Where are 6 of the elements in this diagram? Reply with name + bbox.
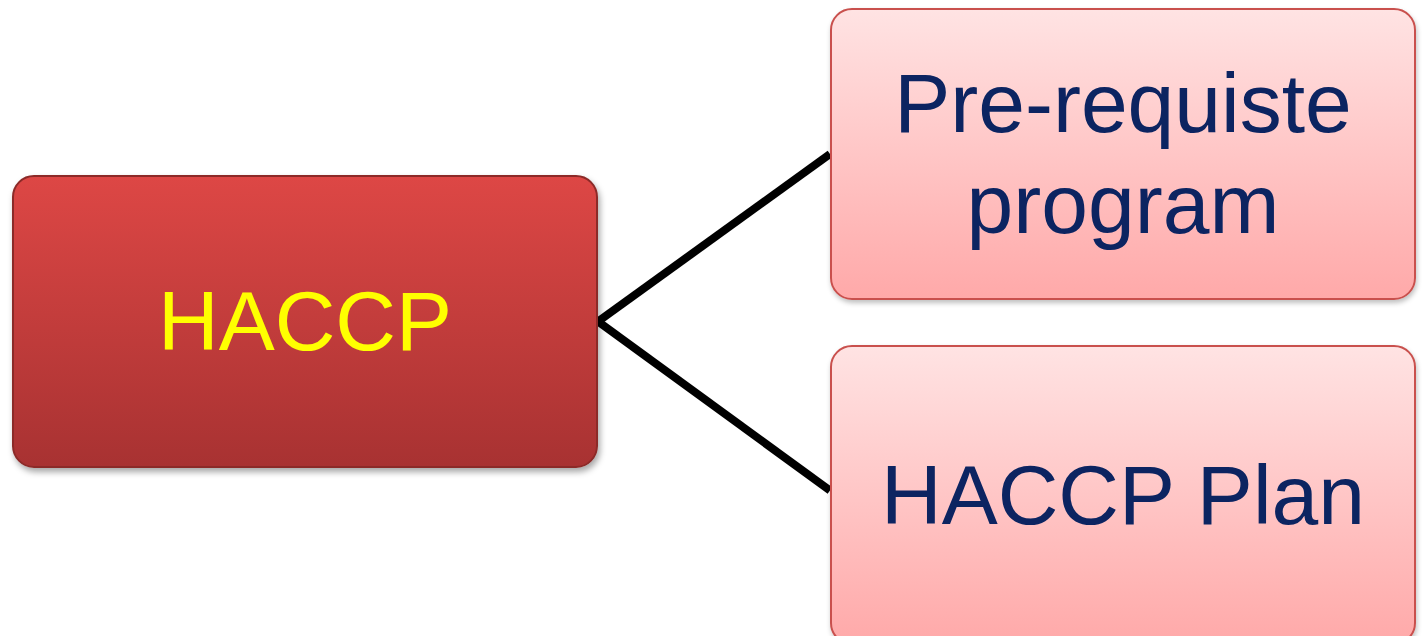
branch-box [830, 345, 1416, 636]
box-label: HACCP Plan [881, 446, 1365, 544]
branch-box [830, 8, 1416, 300]
box-label: Pre-requiste program [893, 55, 1353, 253]
box-label: HACCP [157, 273, 452, 371]
root-box [12, 175, 598, 468]
